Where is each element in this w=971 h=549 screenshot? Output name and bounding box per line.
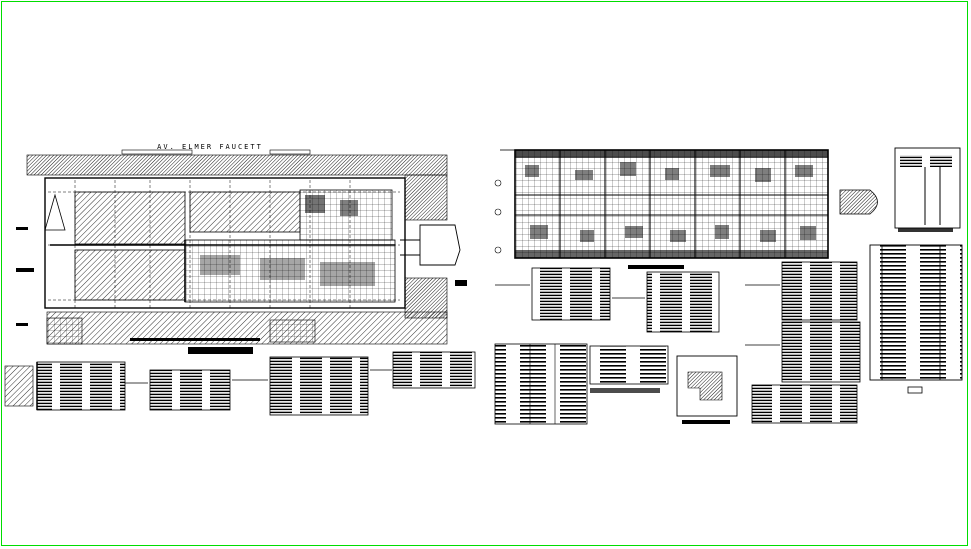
street-name-label: AV. ELMER FAUCETT: [157, 143, 263, 151]
right-floor-plan: [494, 149, 878, 269]
left-schematics: [4, 351, 476, 416]
left-floor-plan: [16, 149, 467, 354]
right-details: [494, 147, 963, 425]
